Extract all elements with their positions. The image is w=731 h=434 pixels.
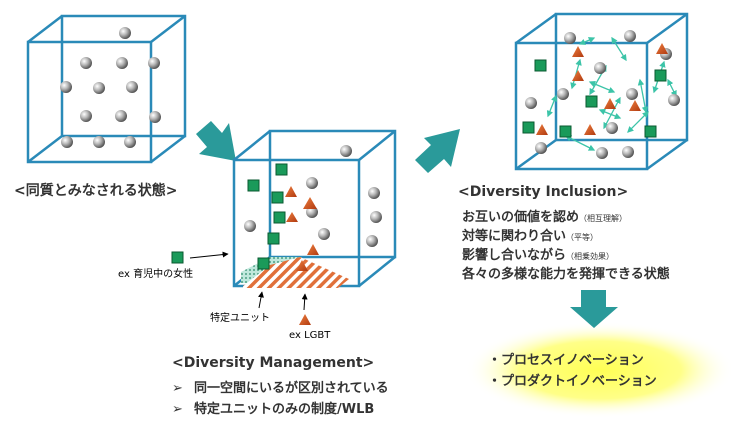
sphere [148,57,160,69]
cube3-squares [522,59,667,138]
sphere [244,220,256,232]
sphere [340,145,352,157]
women-pointer [189,251,229,259]
square [267,232,280,245]
state3-line-1: お互いの価値を認め（相互理解） [462,210,628,225]
square [534,59,547,72]
sphere [596,147,608,159]
state1-title: <同質とみなされる状態> [14,183,178,199]
triangle [286,212,298,222]
square [271,191,284,204]
arrow-right-down [196,121,236,161]
square [247,179,260,192]
interaction-arrows [546,36,677,151]
annotation-women: ex 育児中の女性 [118,269,194,280]
cube3-spheres [525,30,680,159]
sphere [126,81,138,93]
legend-triangle [299,314,311,325]
sphere [93,82,105,94]
state2-bullet-2: ➢特定ユニットのみの制度/WLB [172,402,375,417]
sphere [525,97,537,109]
sphere [119,27,131,39]
cube1-spheres [60,27,161,148]
triangle [584,124,596,135]
triangle [296,260,308,271]
annotation-lgbt: ex LGBT [289,330,331,341]
square [275,163,288,176]
square [644,125,657,138]
square [559,125,572,138]
state3-line-3: 影響し合いながら（相乗効果） [462,248,615,263]
legend-square [171,251,184,264]
cube3-triangles [536,43,668,135]
cube-homogeneous [26,14,187,164]
bullet-marker: ➢ [172,381,183,396]
sphere [306,177,318,189]
square [654,69,667,82]
lgbt-pointer [301,293,308,311]
square [257,257,270,270]
sphere [80,110,92,122]
triangle [604,98,616,109]
outcome-product-innovation: ・プロダクトイノベーション [488,374,657,389]
square [273,211,286,224]
sphere [594,62,606,74]
special-unit-striped-region [243,257,349,288]
triangle [285,186,297,197]
triangle [536,124,548,135]
state3-line-2: 対等に関わり合い（平等） [462,229,599,244]
square [522,121,535,134]
square [585,95,598,108]
sphere [80,57,92,69]
sphere [115,110,127,122]
arrow-down [570,290,618,328]
triangle [303,197,317,209]
triangle [572,70,584,81]
triangle [307,244,319,255]
sphere [622,146,634,158]
triangle [572,46,584,57]
sphere [318,228,330,240]
sphere [366,235,378,247]
sphere [61,136,73,148]
sphere [626,88,638,100]
sphere [668,94,680,106]
unit-pointer [258,291,264,309]
outcome-process-innovation: ・プロセスイノベーション [488,353,644,368]
sphere [368,187,380,199]
sphere [624,30,636,42]
sphere [116,57,128,69]
sphere [535,142,547,154]
sphere [124,136,136,148]
outcome-glow [465,322,731,418]
sphere [93,136,105,148]
cube2-triangles [285,186,319,271]
state2-bullet-1: ➢同一空間にいるが区別されている [172,381,389,396]
arrow-right-up [415,129,460,173]
sphere [370,211,382,223]
bullet-marker: ➢ [172,402,183,417]
cube2-squares [247,163,288,270]
state3-line-4: 各々の多様な能力を発揮できる状態 [462,267,670,282]
sphere [149,111,161,123]
annotation-unit: 特定ユニット [210,313,270,324]
sphere [564,32,576,44]
triangle [656,43,668,54]
sphere [60,81,72,93]
triangle [629,100,641,111]
sphere [606,122,618,134]
state2-title: <Diversity Management> [172,355,375,371]
state3-title: <Diversity Inclusion> [458,184,629,200]
sphere [557,88,569,100]
